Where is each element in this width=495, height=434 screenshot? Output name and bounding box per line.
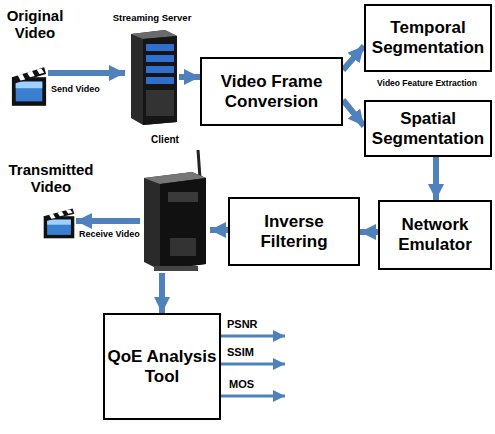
section-label: Video Feature Extraction — [376, 78, 478, 88]
metric-label: MOS — [228, 378, 255, 390]
box-text: QoE Analysis Tool — [105, 347, 219, 386]
flow-arrow — [76, 218, 140, 224]
flow-arrow — [159, 273, 165, 313]
process-box: Inverse Filtering — [228, 197, 360, 266]
thin-client-icon — [140, 148, 210, 273]
flow-arrow — [210, 227, 228, 233]
icon-heading: Streaming Server — [95, 13, 209, 23]
clapperboard-icon — [10, 64, 48, 108]
video-icon: Transmitted Video — [42, 206, 76, 240]
box-text: Spatial Segmentation — [366, 109, 490, 148]
icon-heading: Original Video — [0, 8, 72, 41]
client-icon: Client — [140, 148, 210, 273]
edge-label: Receive Video — [78, 229, 141, 239]
flow-arrow — [179, 74, 200, 80]
metric-label: SSIM — [226, 346, 255, 358]
server-icon — [125, 28, 179, 126]
process-box: Temporal Segmentation — [364, 4, 492, 72]
process-box: Video Frame Conversion — [200, 57, 343, 126]
metric-arrow — [216, 363, 285, 366]
flow-arrow — [343, 100, 364, 126]
flow-arrow — [360, 229, 378, 235]
icon-heading: Transmitted Video — [6, 162, 96, 195]
icon-heading: Client — [135, 134, 195, 145]
flow-arrow — [433, 157, 439, 200]
video-icon: Original Video — [10, 64, 48, 108]
clapperboard-icon — [42, 206, 76, 240]
process-box: QoE Analysis Tool — [103, 313, 221, 420]
edge-label: Send Video — [50, 84, 101, 94]
process-box: Network Emulator — [378, 200, 492, 270]
box-text: Temporal Segmentation — [366, 18, 490, 57]
process-box: Spatial Segmentation — [364, 100, 492, 157]
metric-arrow — [216, 395, 285, 398]
box-text: Network Emulator — [380, 215, 490, 254]
metric-arrow — [216, 335, 285, 338]
box-text: Inverse Filtering — [230, 212, 358, 251]
flow-arrow — [343, 46, 364, 70]
metric-label: PSNR — [226, 318, 259, 330]
server-icon: Streaming Server — [125, 28, 179, 126]
box-text: Video Frame Conversion — [202, 72, 341, 111]
flow-arrow — [48, 70, 125, 76]
